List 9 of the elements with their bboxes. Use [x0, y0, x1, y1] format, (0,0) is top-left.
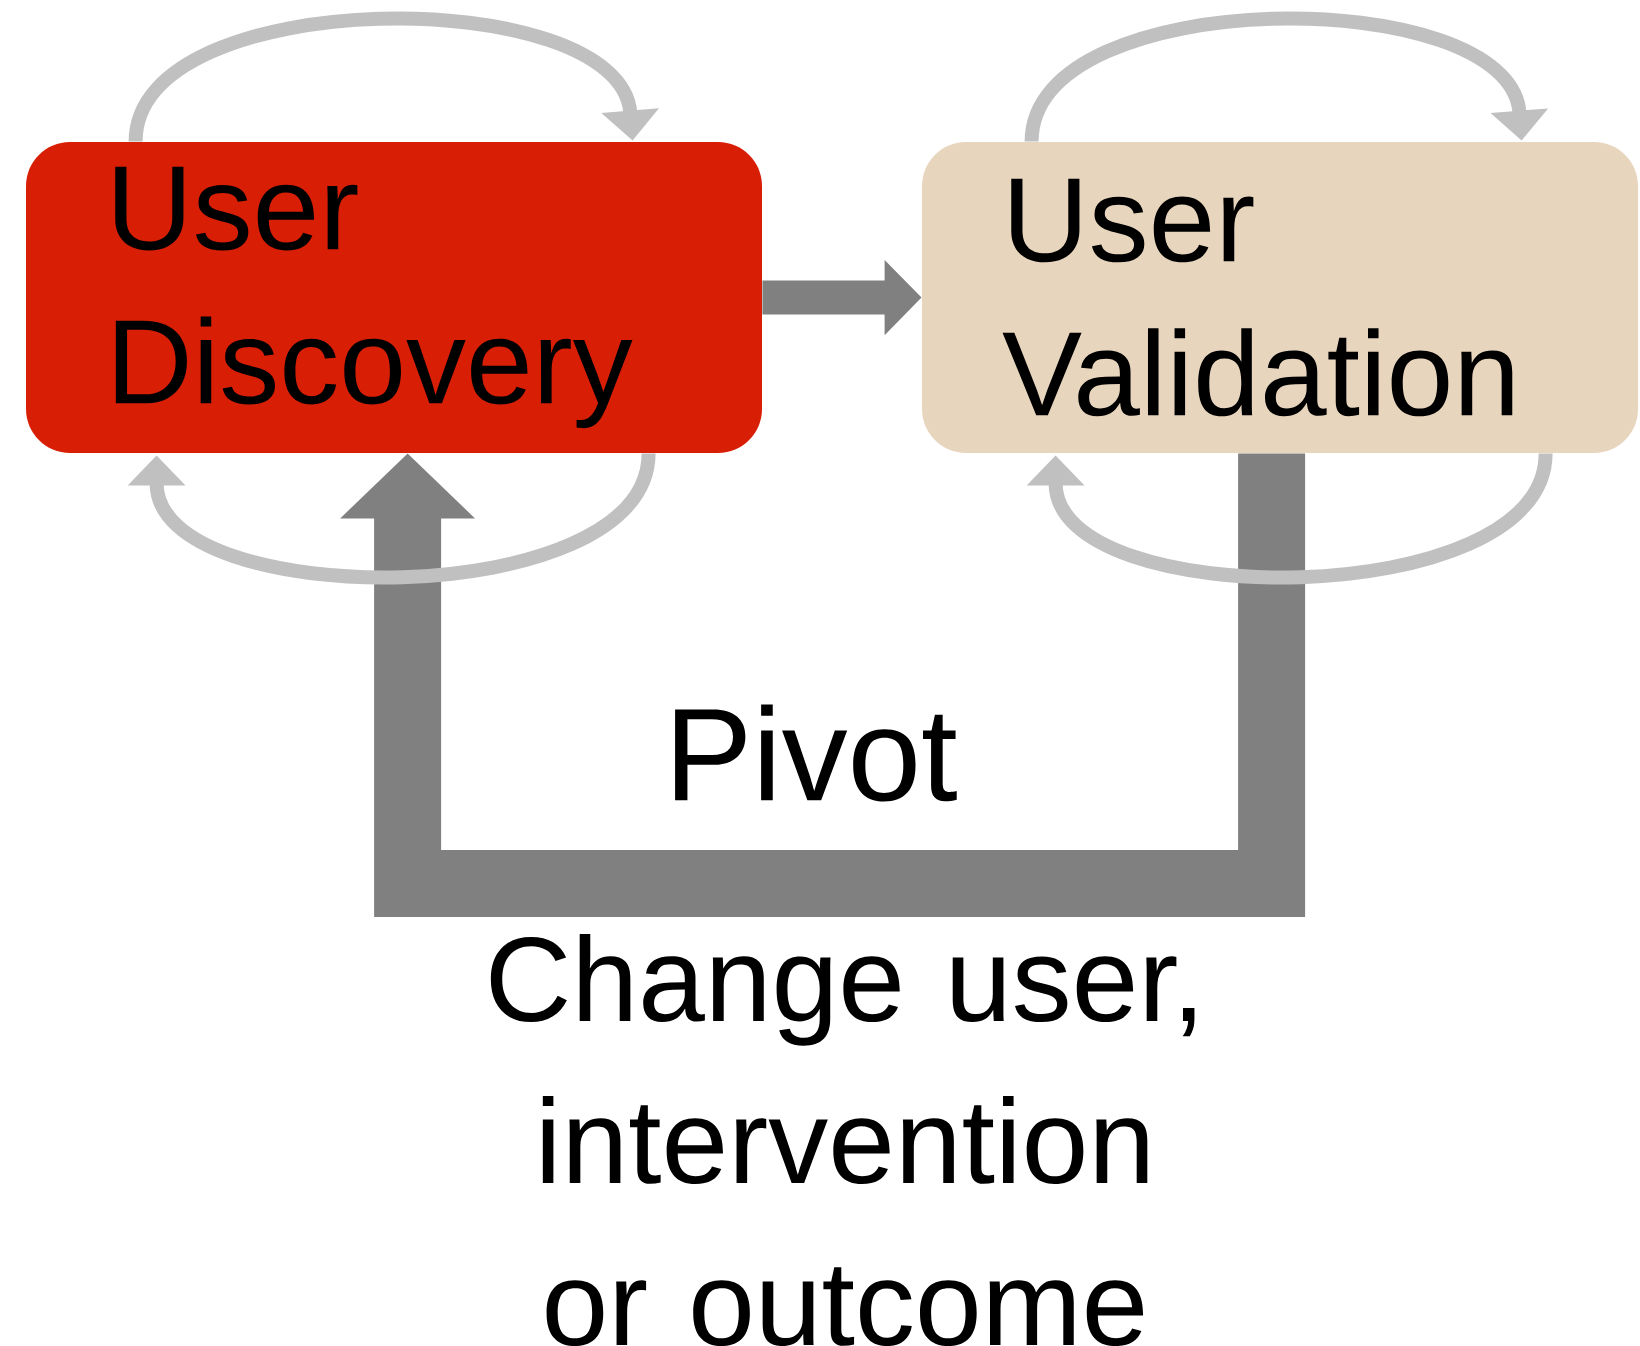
- note-text: Change user, intervention or outcome: [490, 933, 1195, 1346]
- edge-label: Pivot: [660, 700, 962, 806]
- process-box: User Validation: [922, 142, 1638, 453]
- loop-arrow: [127, 451, 656, 585]
- block-arrow: [340, 453, 1306, 917]
- loop-arrow: [128, 11, 659, 144]
- loop-arrow: [1026, 451, 1553, 585]
- loop-arrow: [1024, 11, 1549, 144]
- process-box: User Discovery: [26, 142, 762, 453]
